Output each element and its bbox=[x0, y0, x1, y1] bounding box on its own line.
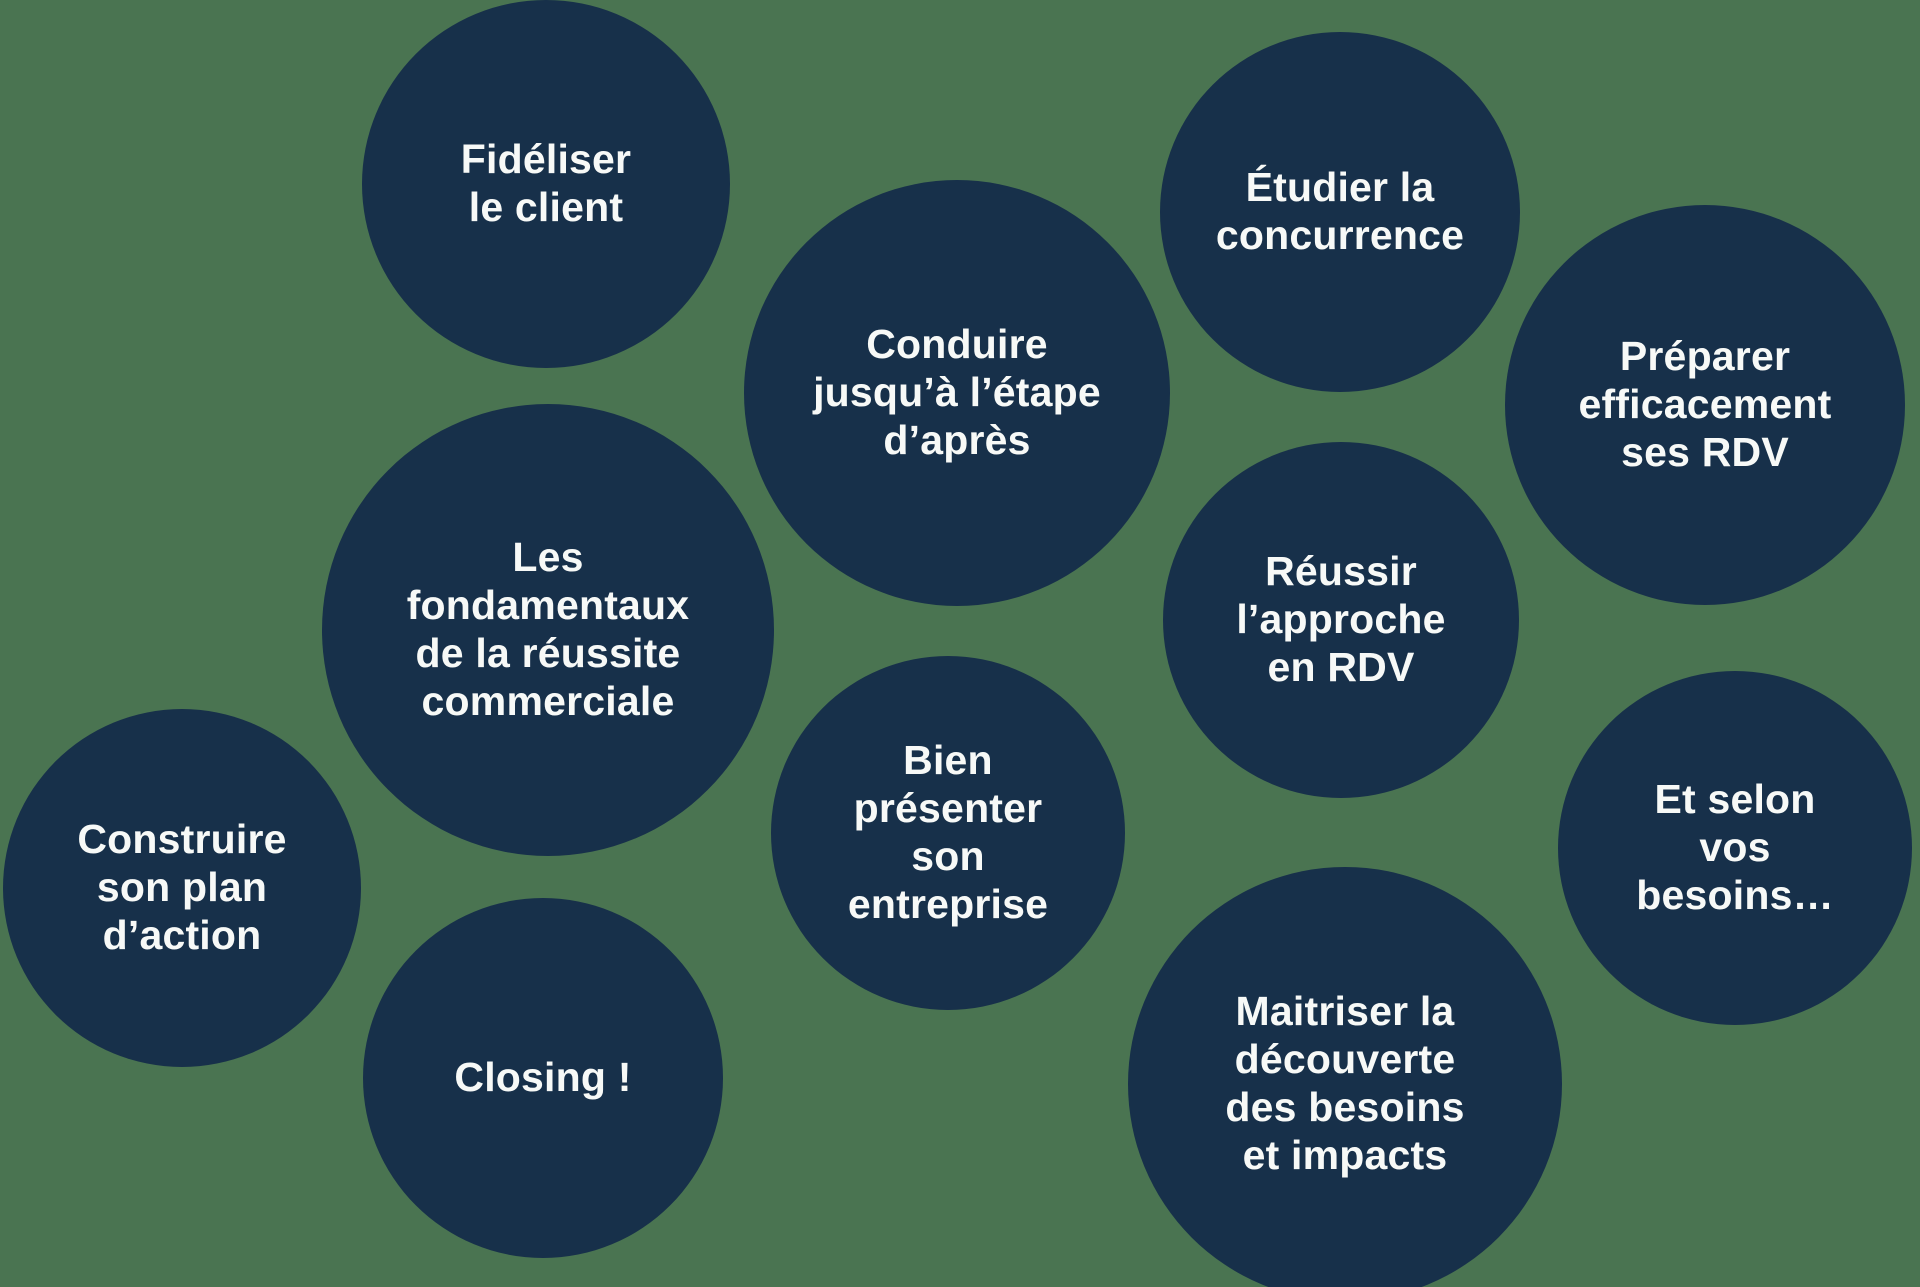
bubble-bien-presenter-son-entreprise: Bien présenter son entreprise bbox=[771, 656, 1125, 1010]
bubble-label: Closing ! bbox=[454, 1054, 632, 1101]
bubble-label: Étudier la concurrence bbox=[1215, 164, 1465, 258]
bubble-fondamentaux-reussite-commerciale: Les fondamentaux de la réussite commerci… bbox=[322, 404, 774, 856]
bubble-maitriser-decouverte-besoins-impacts: Maitriser la découverte des besoins et i… bbox=[1128, 867, 1562, 1287]
bubble-conduire-jusqua-letape-dapres: Conduire jusqu’à l’étape d’après bbox=[744, 180, 1170, 606]
bubble-label: Maitriser la découverte des besoins et i… bbox=[1225, 988, 1465, 1178]
bubble-label: Préparer efficacement ses RDV bbox=[1578, 333, 1832, 475]
bubble-label: Les fondamentaux de la réussite commerci… bbox=[406, 534, 690, 724]
bubble-label: Réussir l’approche en RDV bbox=[1236, 548, 1446, 690]
bubble-fideliser-le-client: Fidéliser le client bbox=[362, 0, 730, 368]
bubble-label: Fidéliser le client bbox=[460, 136, 632, 230]
bubble-reussir-lapproche-en-rdv: Réussir l’approche en RDV bbox=[1163, 442, 1519, 798]
bubble-label: Conduire jusqu’à l’étape d’après bbox=[813, 321, 1101, 463]
bubble-closing: Closing ! bbox=[363, 898, 723, 1258]
bubble-preparer-efficacement-ses-rdv: Préparer efficacement ses RDV bbox=[1505, 205, 1905, 605]
bubble-label: Construire son plan d’action bbox=[77, 816, 287, 958]
bubble-et-selon-vos-besoins: Et selon vos besoins… bbox=[1558, 671, 1912, 1025]
bubble-construire-son-plan-daction: Construire son plan d’action bbox=[3, 709, 361, 1067]
bubble-etudier-la-concurrence: Étudier la concurrence bbox=[1160, 32, 1520, 392]
bubble-label: Bien présenter son entreprise bbox=[847, 737, 1049, 927]
bubble-label: Et selon vos besoins… bbox=[1636, 776, 1834, 918]
